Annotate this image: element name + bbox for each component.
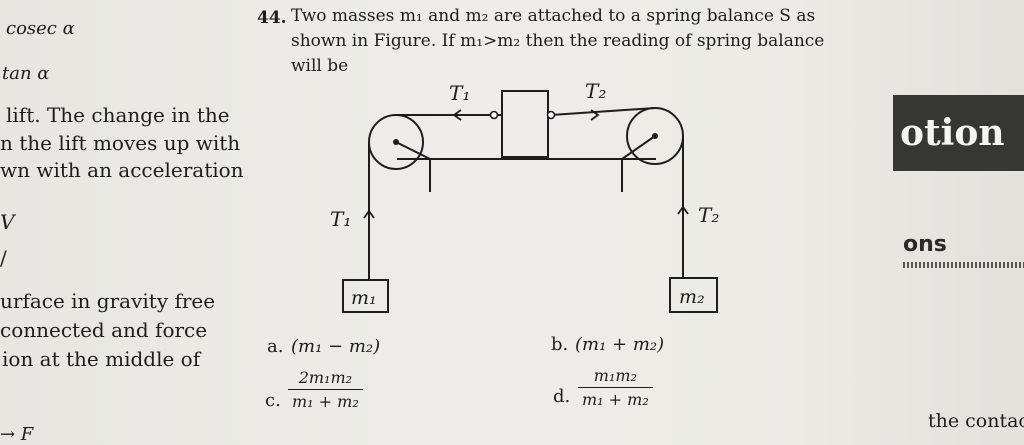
string-top-right [550,107,656,116]
label-mass-m2: m₂ [679,286,705,308]
section-heading-text: otion [900,112,1005,154]
left-pulley-support [395,141,431,160]
option-d-fraction: m₁m₂ m₁ + m₂ [578,366,653,409]
option-c-numerator: 2m₁m₂ [288,368,363,390]
left-text-line4: n the lift moves up with [0,131,241,155]
option-d-denominator: m₁ + m₂ [582,390,649,409]
left-text-line10: ion at the middle of [2,347,201,371]
label-mass-m1: m₁ [351,287,377,309]
arrow-T1-side-icon [363,209,375,219]
option-b-label: b. [551,334,569,355]
question-line1: Two masses m₁ and m₂ are attached to a s… [291,6,816,26]
right-pulley-axle-icon [652,133,658,139]
left-text-cosec: cosec α [6,18,75,39]
question-number: 44. [257,8,287,28]
label-T2-top: T₂ [585,79,606,103]
option-c-denominator: m₁ + m₂ [292,392,359,411]
subheading-ons: ons [903,232,947,257]
left-pulley-axle-icon [393,139,399,145]
arrow-T2-top-icon [590,109,600,121]
arrow-T2-side-icon [677,205,689,215]
arrow-T1-top-icon [452,109,462,121]
spring-balance-box [501,90,549,158]
right-pulley-support [621,135,656,160]
option-b-text: (m₁ + m₂) [575,334,665,355]
left-text-line3: lift. The change in the [6,103,230,127]
option-c-fraction: 2m₁m₂ m₁ + m₂ [288,368,363,411]
left-text-line6: V [0,210,15,234]
section-heading-band [893,95,1024,171]
label-T1-top: T₁ [449,81,470,105]
label-T2-side: T₂ [698,203,719,227]
mass-box-m2 [669,277,718,313]
left-text-line7: / [0,246,7,270]
left-text-tan: tan α [2,63,50,84]
option-a-label: a. [267,336,284,357]
question-line2: shown in Figure. If m₁>m₂ then the readi… [291,31,825,51]
dotted-rule [903,262,1024,268]
option-c-label: c. [265,390,281,411]
option-a-text: (m₁ − m₂) [291,336,381,357]
left-text-line8: urface in gravity free [0,289,216,313]
left-text-line11: → F [0,424,34,445]
hook-right-icon [546,110,556,120]
question-line3: will be [291,56,349,76]
left-text-line9: connected and force [0,318,208,342]
mass-box-m1 [342,279,389,313]
right-bottom-text: the contac [928,410,1024,432]
left-text-line5: wn with an acceleration [0,158,244,182]
hook-left-icon [489,110,499,120]
label-T1-side: T₁ [330,207,351,231]
option-d-label: d. [553,386,571,407]
option-d-numerator: m₁m₂ [578,366,653,388]
